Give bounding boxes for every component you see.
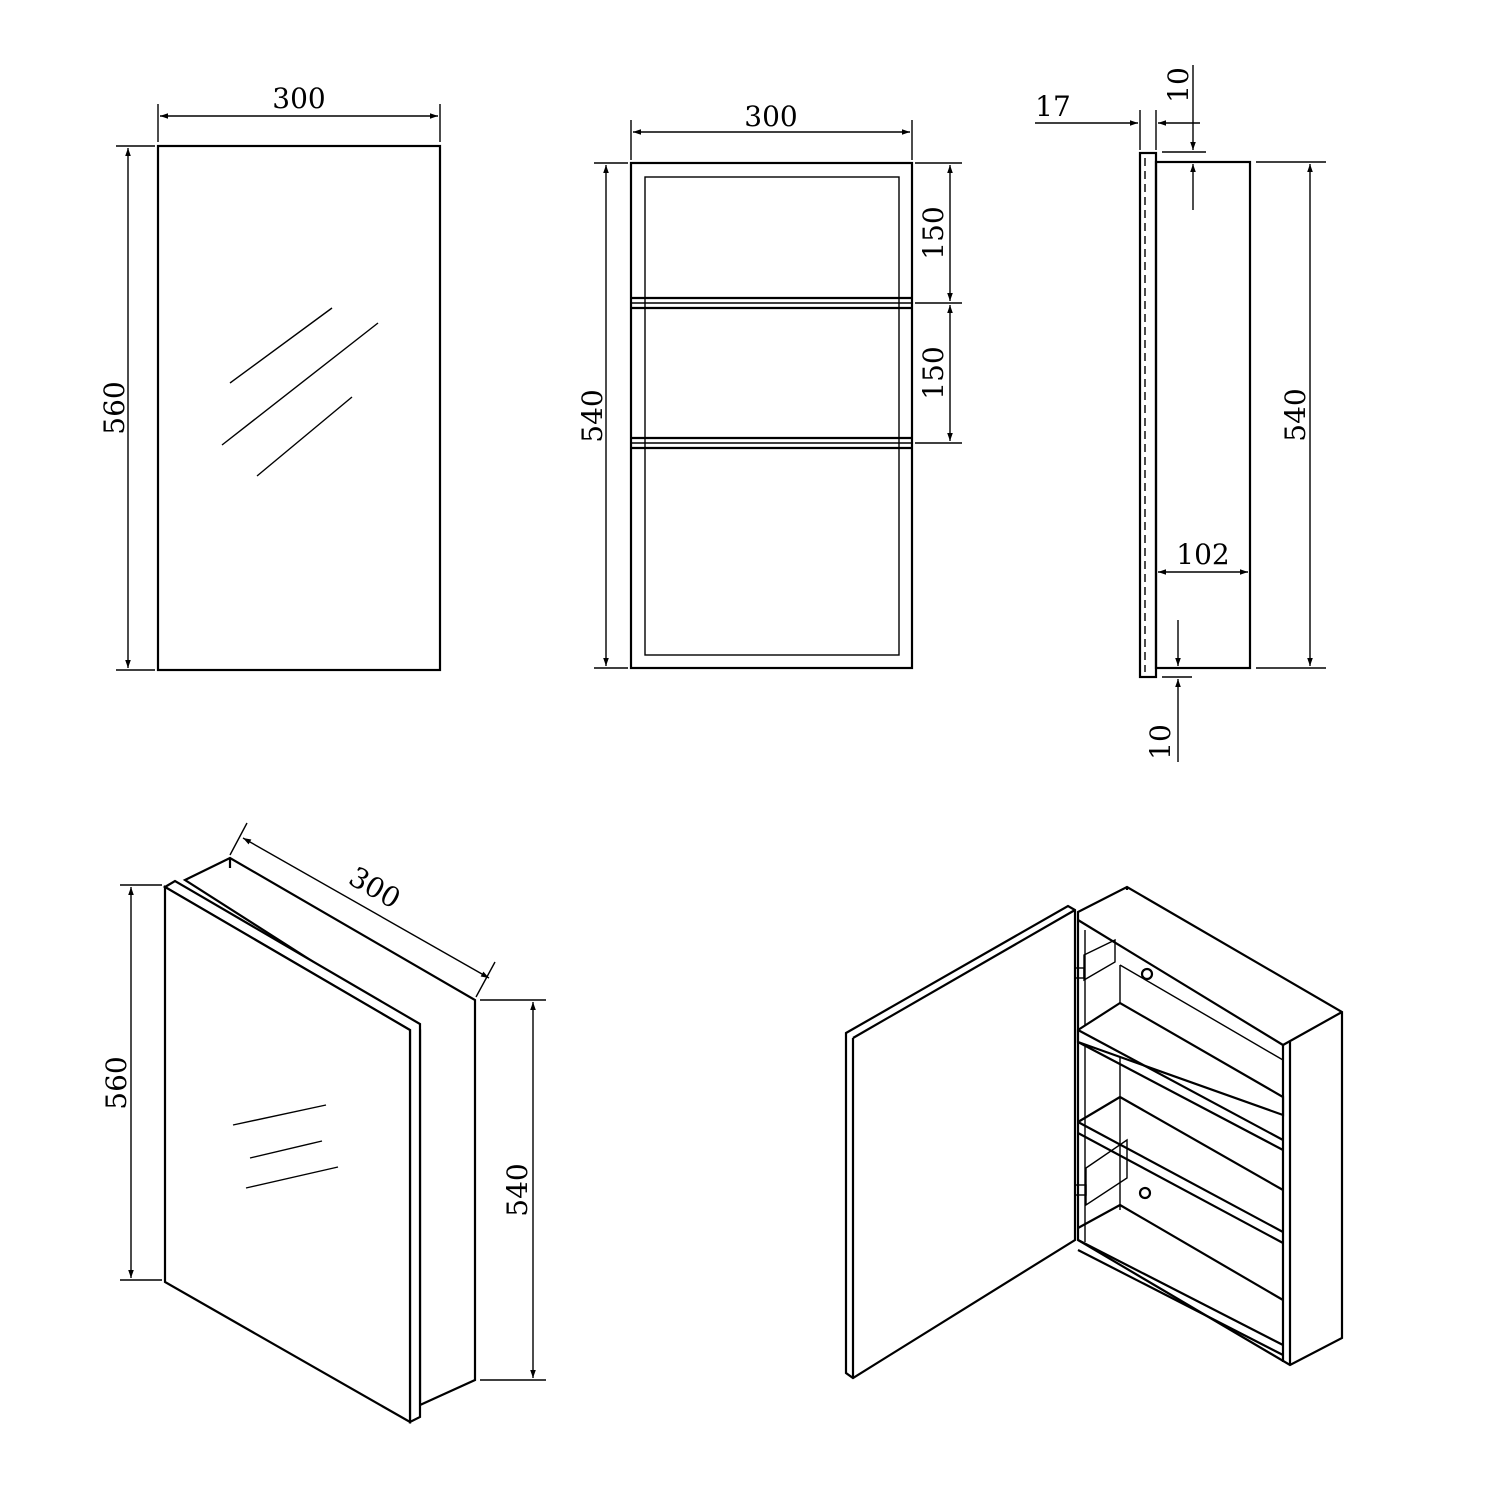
shelf-spacing-dimension: 150 150: [915, 162, 962, 444]
height-dimension: 540: [1256, 161, 1326, 669]
height-label: 540: [1279, 388, 1312, 441]
width-dimension: 300: [157, 82, 441, 142]
body-height-dimension: 540: [480, 999, 546, 1381]
mirror-door-outline: [156, 144, 442, 672]
top-offset-label: 10: [1162, 67, 1195, 103]
mirror-reflection-icon: [232, 1104, 339, 1189]
open-mirror-door: [844, 904, 1077, 1380]
width-label: 300: [343, 860, 406, 915]
bottom-offset-dimension: 10: [1144, 620, 1192, 762]
width-label: 300: [744, 100, 797, 133]
cabinet-floor: [1077, 1204, 1284, 1356]
iso-closed-view: 300 560 540: [100, 822, 546, 1424]
depth-label: 102: [1176, 538, 1229, 571]
shelf-top: [631, 296, 912, 310]
width-dimension: 300: [630, 100, 913, 160]
shelf-gap-middle-label: 150: [917, 346, 950, 399]
door-height-dimension: 560: [100, 884, 162, 1281]
door-height-label: 560: [100, 1056, 133, 1109]
iso-open-view: [844, 885, 1344, 1380]
door-thickness-label: 17: [1035, 90, 1071, 123]
mirror-door-face: [163, 885, 412, 1424]
door-thickness-dimension: 17: [1035, 90, 1200, 150]
cabinet-inner-outline: [644, 176, 900, 656]
shelf-gap-top-label: 150: [917, 206, 950, 259]
interior-view: 300 540 150 150: [576, 100, 962, 670]
shelf-middle: [1077, 1096, 1284, 1244]
depth-dimension: 102: [1158, 538, 1248, 575]
mirror-reflection-icon: [221, 307, 379, 477]
cabinet-outline: [629, 161, 914, 670]
body-profile: [1154, 160, 1252, 670]
height-label: 560: [98, 381, 131, 434]
front-view: 300 560: [98, 82, 442, 672]
body-height-label: 540: [501, 1163, 534, 1216]
height-dimension: 540: [576, 162, 628, 669]
side-view: 17 10 540 102 10: [1035, 65, 1326, 762]
top-offset-dimension: 10: [1162, 65, 1206, 210]
width-label: 300: [272, 82, 325, 115]
height-dimension: 560: [98, 145, 155, 671]
shelf-top: [1076, 1001, 1285, 1151]
height-label: 540: [576, 389, 609, 442]
bottom-offset-label: 10: [1144, 724, 1177, 760]
shelf-middle: [631, 436, 912, 450]
door-profile: [1138, 151, 1158, 679]
cabinet-body: [1076, 885, 1344, 1367]
